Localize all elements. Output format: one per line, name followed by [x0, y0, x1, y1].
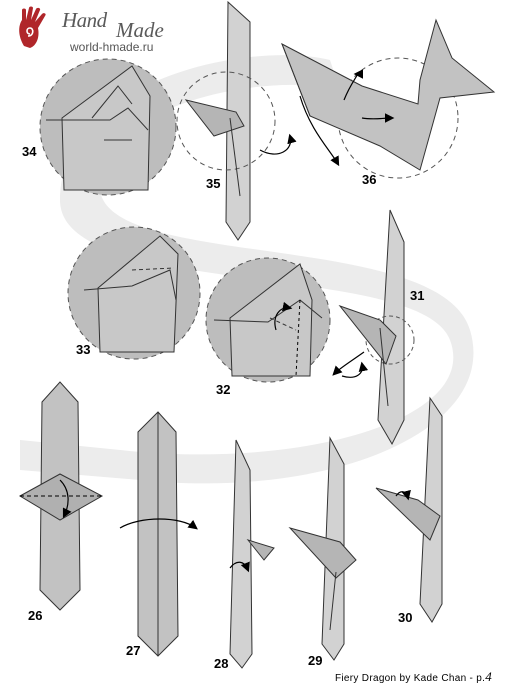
site-url: world-hmade.ru — [70, 40, 154, 54]
step-27-label: 27 — [126, 643, 141, 658]
hand-logo-icon — [19, 6, 46, 48]
step-28-diagram — [229, 439, 275, 669]
step-32-diagram — [205, 257, 331, 383]
step-32-label: 32 — [216, 382, 231, 397]
step-34-diagram — [39, 58, 177, 196]
step-26-label: 26 — [28, 608, 43, 623]
footer-credit-text: Fiery Dragon by Kade Chan - p. — [335, 673, 486, 684]
logo-word-hand: Hand — [62, 8, 107, 32]
step-29-diagram — [288, 436, 357, 661]
step-31-diagram — [332, 209, 415, 446]
footer-credit: Fiery Dragon by Kade Chan - p.4 — [335, 669, 492, 685]
step-36-label: 36 — [362, 172, 377, 187]
step-34-label: 34 — [22, 144, 37, 159]
step-30-label: 30 — [398, 610, 413, 625]
step-26-diagram — [18, 381, 104, 611]
step-31-label: 31 — [410, 288, 425, 303]
step-36-diagram — [281, 18, 496, 179]
step-30-diagram — [375, 396, 443, 623]
step-28-label: 28 — [214, 656, 229, 671]
step-35-label: 35 — [206, 176, 221, 191]
step-29-label: 29 — [308, 653, 323, 668]
page-number: 4 — [485, 669, 492, 684]
step-35-diagram — [176, 0, 297, 241]
step-27-diagram — [119, 411, 198, 657]
step-33-label: 33 — [76, 342, 91, 357]
step-33-diagram — [67, 226, 201, 360]
logo-word-made: Made — [116, 18, 164, 42]
